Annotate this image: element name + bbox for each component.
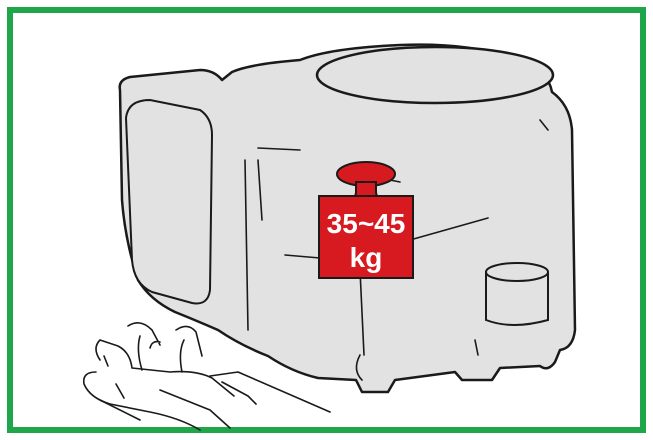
fuel-cap	[486, 263, 548, 325]
engine-top-cap	[317, 47, 553, 103]
weight-unit-text: kg	[319, 244, 413, 272]
weight-range-text: 35~45	[319, 210, 413, 238]
engine-side-panel	[126, 100, 212, 303]
